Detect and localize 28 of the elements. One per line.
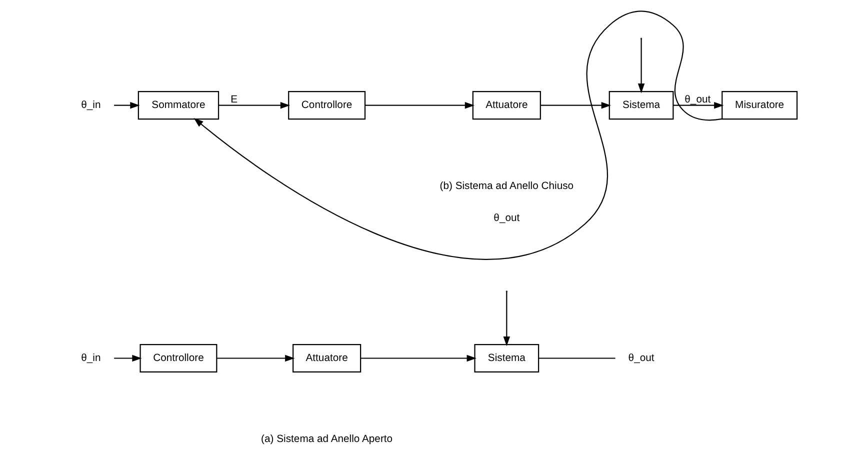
node-box: Attuatore	[472, 91, 541, 120]
node-box: Controllore	[288, 91, 366, 120]
edge-label: E	[230, 94, 238, 106]
arrow	[638, 39, 645, 94]
arrow	[216, 354, 295, 362]
arrow	[503, 292, 510, 346]
arrow	[360, 354, 476, 362]
node-text: θ_in	[81, 100, 101, 112]
node-box: Sistema	[474, 344, 540, 373]
edge-label: θ_out	[494, 213, 520, 224]
node-box: Attuatore	[292, 344, 362, 373]
arrow	[114, 354, 142, 362]
arrow	[540, 102, 611, 109]
node-box: Sommatore	[138, 91, 220, 120]
node-box: Controllore	[140, 344, 218, 373]
edge-label: θ_out	[684, 94, 711, 106]
node-text: θ_in	[81, 352, 101, 364]
arrow	[365, 102, 475, 109]
arrow	[194, 10, 722, 260]
node-box: Misuratore	[722, 91, 798, 120]
node-text: θ_out	[628, 352, 654, 364]
arrow	[218, 102, 290, 109]
connector	[538, 358, 616, 359]
arrow	[673, 102, 724, 109]
label: (a) Sistema ad Anello Aperto	[261, 434, 393, 445]
label: (b) Sistema ad Anello Chiuso	[440, 180, 574, 192]
node-box: Sistema	[608, 91, 674, 120]
arrow	[114, 102, 140, 109]
